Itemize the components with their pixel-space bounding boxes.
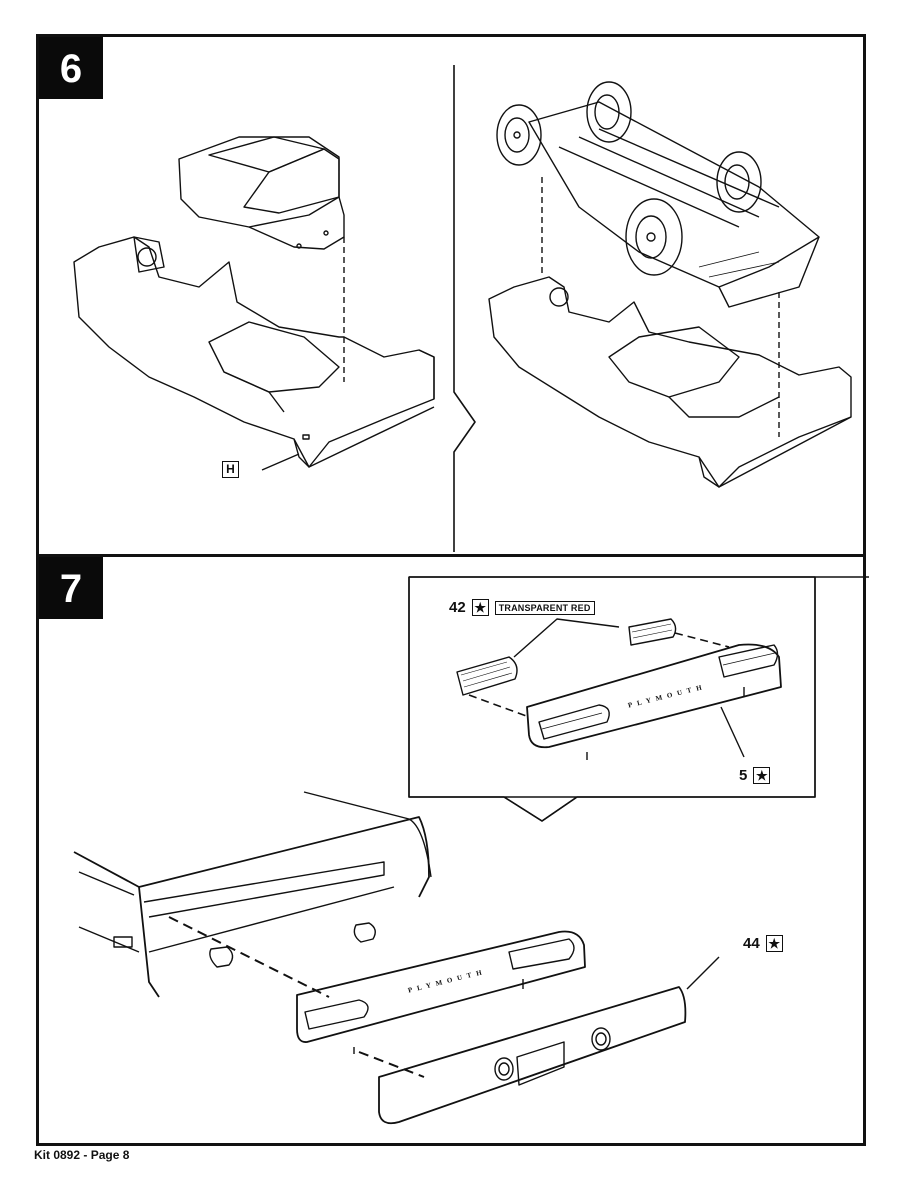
step-6-assembly-illustration [488, 81, 852, 488]
car-body-rear-part [73, 791, 432, 998]
page-footer: Kit 0892 - Page 8 [34, 1148, 130, 1162]
leader-line-44 [686, 956, 720, 990]
taillight-lens-right [628, 618, 677, 646]
callout-42: 42 ★ TRANSPARENT RED [449, 599, 595, 616]
dash-line-lens-left [468, 694, 530, 718]
dash-line-body-to-panel [168, 916, 330, 998]
wheel-front-left [496, 104, 542, 166]
step-number-7: 7 [39, 557, 103, 619]
taillight-panel-main [296, 930, 586, 1054]
dash-line-lens-right [674, 632, 730, 648]
step-divider [453, 65, 476, 552]
callout-44-number: 44 [743, 935, 760, 952]
dash-line-panel-to-bumper [358, 1051, 425, 1078]
leader-line-5 [720, 706, 745, 758]
interior-insert-part [178, 136, 345, 250]
step-7-panel: 7 [36, 554, 869, 1146]
transparent-red-tag: TRANSPARENT RED [494, 600, 595, 615]
taillight-lens-left [456, 656, 518, 696]
rear-bumper-part [378, 986, 687, 1125]
wheel-front-right [586, 81, 632, 143]
step-6-panel: 6 H [36, 34, 866, 554]
callout-44: 44 ★ [743, 935, 783, 952]
callout-5: 5 ★ [739, 767, 771, 784]
wheel-rear-left [625, 198, 683, 276]
step-number-6: 6 [39, 37, 103, 99]
step-7-illustration [73, 576, 869, 1125]
star-icon: ★ [471, 599, 489, 616]
interior-tub-with-insert [488, 276, 852, 488]
wheel-rear-right [716, 151, 762, 213]
callout-5-number: 5 [739, 767, 748, 784]
star-icon: ★ [753, 767, 771, 784]
callout-42-number: 42 [449, 599, 466, 616]
taillight-panel-inset [526, 643, 782, 760]
part-letter-h-label: H [222, 461, 239, 478]
interior-tub-part [73, 236, 435, 468]
leader-line-h [261, 453, 300, 471]
step-6-illustration [73, 65, 476, 552]
star-icon: ★ [765, 935, 783, 952]
chassis-part [496, 81, 820, 308]
leader-line-42 [513, 618, 620, 658]
